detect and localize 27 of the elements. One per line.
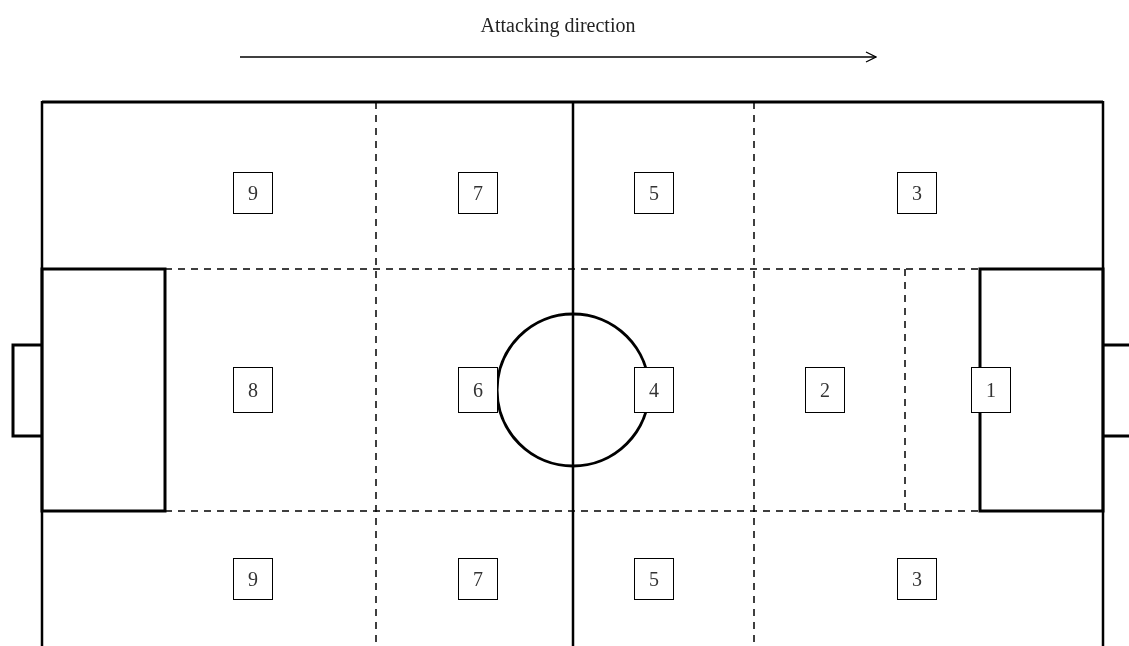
zone-number: 1 [986, 378, 996, 402]
zone-number: 5 [649, 567, 659, 591]
direction-label: Attacking direction [480, 13, 636, 37]
zone-number: 3 [912, 181, 922, 205]
zone-number: 7 [473, 567, 483, 591]
zone-box [233, 558, 273, 600]
zone-number: 4 [649, 378, 659, 402]
zone-box [458, 172, 498, 214]
zone-box [897, 172, 937, 214]
zone-number: 5 [649, 181, 659, 205]
zone-number: 2 [820, 378, 830, 402]
zone-number: 9 [248, 181, 258, 205]
zone-box [634, 367, 674, 413]
zone-box [897, 558, 937, 600]
zone-box [458, 367, 498, 413]
zone-box [458, 558, 498, 600]
zone-box [805, 367, 845, 413]
zone-number: 3 [912, 567, 922, 591]
zone-box [634, 558, 674, 600]
zone-number: 6 [473, 378, 483, 402]
zone-box [634, 172, 674, 214]
zone-number: 8 [248, 378, 258, 402]
zone-number: 9 [248, 567, 258, 591]
zone-number: 7 [473, 181, 483, 205]
zone-box [233, 172, 273, 214]
zone-box [971, 367, 1011, 413]
zone-box [233, 367, 273, 413]
